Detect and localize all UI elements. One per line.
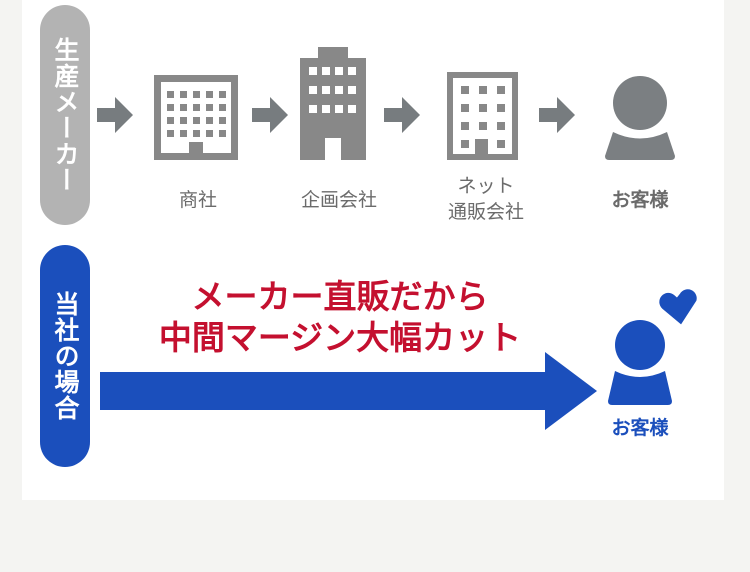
tall-building-icon	[300, 47, 366, 160]
window-mark	[193, 91, 200, 98]
window-mark	[180, 117, 187, 124]
step-label: 通販会社	[447, 201, 524, 223]
window-mark	[180, 91, 187, 98]
customer-label: お客様	[611, 417, 669, 439]
window-mark	[206, 130, 213, 137]
panel	[22, 0, 724, 500]
person-icon	[608, 320, 672, 405]
step-label: ネット	[457, 175, 515, 197]
window-mark	[322, 67, 330, 75]
heart-icon	[659, 289, 697, 325]
window-mark	[167, 117, 174, 124]
window-mark	[497, 86, 505, 94]
window-mark	[193, 117, 200, 124]
window-mark	[497, 140, 505, 148]
window-mark	[180, 130, 187, 137]
window-mark	[348, 105, 356, 113]
traditional-flow	[97, 47, 675, 160]
headline-line2: 中間マージン大幅カット	[158, 318, 522, 357]
arrow-icon	[97, 97, 133, 133]
window-mark	[309, 105, 317, 113]
window-mark	[479, 122, 487, 130]
window-mark	[461, 104, 469, 112]
window-mark	[206, 91, 213, 98]
step-label: 商社	[178, 189, 217, 211]
our-case-label: 当社の場合	[40, 245, 90, 467]
window-mark	[193, 104, 200, 111]
arrow-icon	[252, 97, 288, 133]
window-mark	[335, 86, 343, 94]
window-mark	[206, 117, 213, 124]
window-mark	[479, 104, 487, 112]
window-mark	[497, 104, 505, 112]
step-label: お客様	[611, 189, 669, 211]
window-mark	[219, 117, 226, 124]
big-arrow-icon	[100, 352, 597, 430]
headline-line1: メーカー直販だから	[191, 277, 489, 316]
window-mark	[348, 86, 356, 94]
window-mark	[309, 86, 317, 94]
window-mark	[219, 130, 226, 137]
window-mark	[180, 104, 187, 111]
window-mark	[167, 130, 174, 137]
window-mark	[167, 91, 174, 98]
person-icon	[605, 76, 675, 160]
window-mark	[348, 67, 356, 75]
window-mark	[461, 140, 469, 148]
window-mark	[322, 86, 330, 94]
window-mark	[309, 67, 317, 75]
window-mark	[219, 104, 226, 111]
window-mark	[479, 86, 487, 94]
window-mark	[461, 86, 469, 94]
window-mark	[479, 140, 487, 148]
window-mark	[335, 105, 343, 113]
window-mark	[193, 130, 200, 137]
window-mark	[497, 122, 505, 130]
direct-flow	[100, 289, 697, 430]
building-outline-icon	[154, 75, 238, 160]
step-label: 企画会社	[300, 189, 377, 211]
window-mark	[206, 104, 213, 111]
window-mark	[461, 122, 469, 130]
window-mark	[167, 104, 174, 111]
arrow-icon	[384, 97, 420, 133]
window-mark	[322, 105, 330, 113]
window-mark	[335, 67, 343, 75]
manufacturer-label: 生産メーカー	[40, 5, 90, 225]
arrow-icon	[539, 97, 575, 133]
window-mark	[219, 91, 226, 98]
